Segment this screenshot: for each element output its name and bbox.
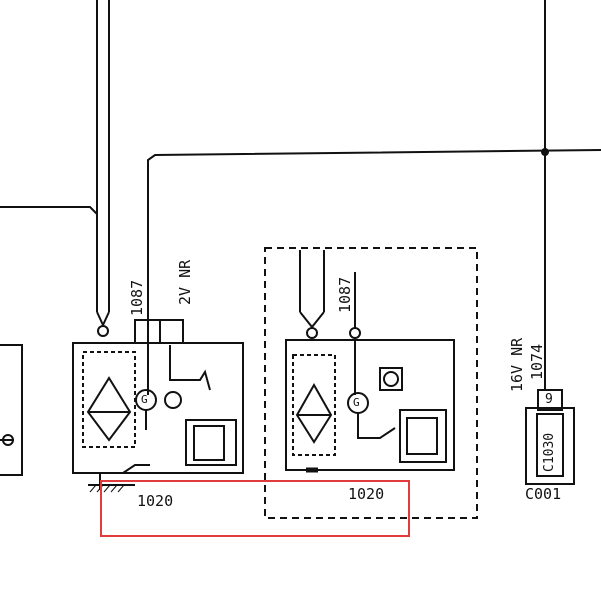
wire-harness-join: [96, 311, 110, 328]
rectifier-bridge: [86, 376, 132, 442]
wire-label-1087-left: 1087: [128, 279, 146, 316]
connector-c1030-box: [525, 407, 575, 485]
pulley-right-inner: [406, 417, 438, 455]
wire-label-1074: 1074: [528, 343, 546, 380]
connector-c1030-inner: [536, 413, 564, 477]
wire-label-2v-nr: 2V NR: [176, 259, 194, 305]
regulator-right-inner: [383, 371, 399, 387]
ground-hatch: [89, 484, 97, 493]
regulator-left: [164, 391, 182, 409]
pulley-right: [399, 409, 447, 463]
pulley-left: [185, 419, 237, 466]
wire-internal: [122, 464, 150, 474]
wire-label-1087-right: 1087: [336, 276, 354, 313]
terminal: [97, 325, 109, 337]
alternator-right-dashed-outline: [264, 247, 478, 519]
terminal: [349, 327, 361, 339]
regulator-right: [379, 367, 403, 391]
junction-dot: [541, 148, 549, 156]
alternator-left-box: [72, 342, 244, 474]
wire-label-16v-nr: 16V NR: [508, 337, 526, 392]
pulley-left-inner: [193, 425, 225, 461]
wire-internal: [169, 345, 211, 391]
ground-hatch: [117, 484, 125, 493]
ground-hatch: [110, 484, 118, 493]
connector-pin-box: [537, 389, 563, 411]
generator-glyph-left: G: [141, 393, 148, 406]
rectifier-right: [292, 354, 336, 456]
terminal: [306, 327, 318, 339]
wire-harness-join: [299, 311, 325, 329]
generator-glyph-right: G: [353, 396, 360, 409]
connector-id-c1030: C1030: [542, 432, 557, 472]
rectifier-bridge: [295, 382, 333, 444]
rectifier-left: [82, 351, 136, 448]
highlight-box: [100, 480, 410, 537]
ground-hatch: [103, 484, 111, 493]
wire-internal: [357, 413, 396, 439]
component-partial-detail: [2, 434, 14, 446]
connector-pin-number: 9: [545, 392, 553, 407]
component-id-1020-right: 1020: [348, 485, 385, 503]
wire-left-feed: [0, 206, 98, 215]
component-id-1020-left: 1020: [137, 492, 174, 510]
wire-1087-bus: [147, 149, 601, 325]
component-partial: [0, 344, 23, 476]
alternator-right-box: [285, 339, 455, 471]
ground-point-id-c001: C001: [525, 485, 562, 503]
